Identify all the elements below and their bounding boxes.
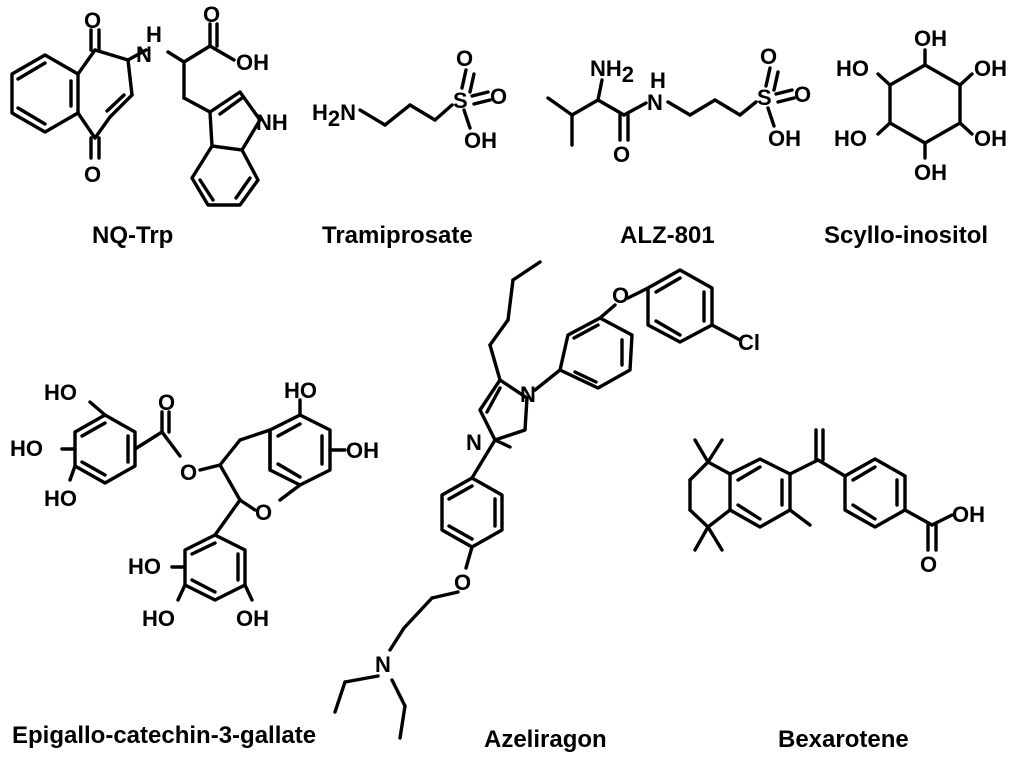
svg-text:OH: OH — [974, 126, 1007, 151]
svg-text:HO: HO — [834, 126, 867, 151]
svg-text:NH2: NH2 — [590, 56, 634, 87]
structure-alz-801: NH2 O H N S O O OH — [546, 44, 811, 167]
svg-text:HO: HO — [836, 56, 869, 81]
svg-text:OH: OH — [952, 502, 985, 527]
svg-text:O: O — [84, 162, 101, 187]
caption-scyllo-inositol: Scyllo-inositol — [824, 222, 989, 249]
caption-alz-801: ALZ-801 — [620, 222, 715, 249]
structure-bexarotene: O OH — [688, 428, 985, 577]
caption-azeliragon: Azeliragon — [484, 726, 607, 753]
svg-text:O: O — [180, 460, 197, 485]
caption-nq-trp: NQ-Trp — [92, 222, 174, 249]
svg-text:O: O — [760, 44, 777, 69]
caption-tramiprosate: Tramiprosate — [322, 222, 473, 249]
svg-text:O: O — [490, 84, 507, 109]
svg-text:HO: HO — [44, 486, 77, 511]
svg-text:OH: OH — [768, 126, 801, 151]
caption-egcg: Epigallo-catechin-3-gallate — [12, 722, 317, 749]
svg-text:O: O — [794, 82, 811, 107]
svg-text:HO: HO — [284, 378, 317, 403]
svg-text:O: O — [454, 570, 471, 595]
structure-scyllo-inositol: OH OH OH OH HO HO — [834, 26, 1007, 185]
svg-text:OH: OH — [914, 26, 947, 51]
caption-bexarotene: Bexarotene — [778, 726, 909, 753]
svg-text:O: O — [456, 46, 473, 71]
svg-text:NH: NH — [256, 110, 288, 135]
svg-text:O: O — [158, 390, 175, 415]
svg-text:OH: OH — [914, 160, 947, 185]
svg-text:N: N — [520, 382, 536, 407]
svg-text:N: N — [136, 42, 152, 67]
svg-text:O: O — [203, 2, 220, 27]
svg-text:O: O — [920, 552, 937, 577]
svg-text:O: O — [612, 283, 629, 308]
svg-text:S: S — [757, 85, 772, 110]
svg-text:N: N — [375, 652, 391, 677]
svg-text:H: H — [146, 22, 162, 47]
svg-text:HO: HO — [44, 380, 77, 405]
svg-text:O: O — [255, 500, 272, 525]
svg-text:HO: HO — [10, 436, 43, 461]
svg-text:H: H — [650, 68, 666, 93]
svg-text:OH: OH — [236, 50, 269, 75]
structure-azeliragon: N N O Cl O N — [333, 260, 760, 740]
svg-text:S: S — [453, 88, 468, 113]
svg-text:OH: OH — [346, 438, 379, 463]
svg-text:HO: HO — [142, 606, 175, 631]
structure-nq-trp: O O H N O OH NH — [10, 2, 288, 207]
svg-text:O: O — [613, 142, 630, 167]
svg-text:N: N — [647, 90, 663, 115]
svg-text:Cl: Cl — [738, 330, 760, 355]
svg-text:OH: OH — [236, 606, 269, 631]
svg-text:OH: OH — [974, 56, 1007, 81]
svg-text:H2N: H2N — [312, 100, 356, 131]
svg-text:OH: OH — [464, 128, 497, 153]
structure-egcg: HO HO HO O O O HO OH HO HO OH — [10, 378, 379, 631]
structure-tramiprosate: H2N S O O OH — [312, 46, 507, 153]
svg-text:N: N — [466, 430, 482, 455]
svg-text:O: O — [84, 8, 101, 33]
svg-text:HO: HO — [128, 554, 161, 579]
